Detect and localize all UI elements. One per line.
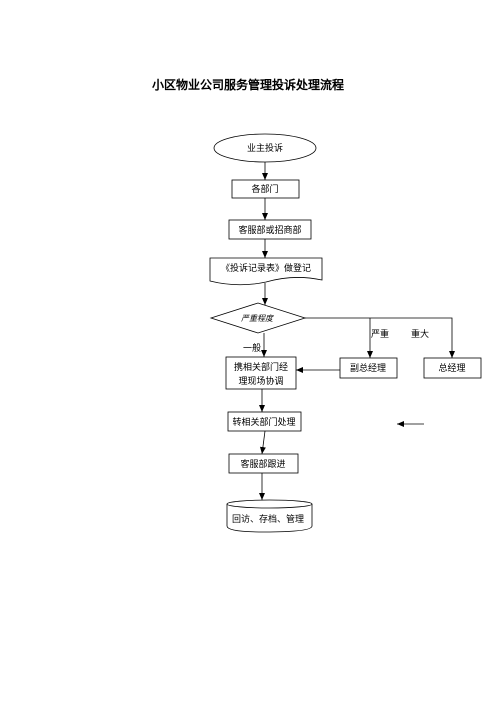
node-service-dept: 客服部或招商部 bbox=[228, 219, 312, 240]
node-coordinate-label-1: 携相关部门经 bbox=[234, 361, 288, 373]
node-owner-complaint-label: 业主投诉 bbox=[247, 142, 283, 154]
node-general-manager-label: 总经理 bbox=[438, 362, 465, 374]
node-departments-label: 各部门 bbox=[251, 183, 278, 195]
node-severity-decision-label: 严重程度 bbox=[241, 314, 275, 323]
node-general-manager: 总经理 bbox=[423, 357, 482, 379]
node-severity-decision: 严重程度 bbox=[209, 302, 307, 334]
page-title: 小区物业公司服务管理投诉处理流程 bbox=[151, 78, 344, 92]
edge-label-major: 重大 bbox=[411, 328, 429, 340]
node-transfer: 转相关部门处理 bbox=[227, 411, 302, 432]
node-deputy-manager: 副总经理 bbox=[339, 357, 398, 379]
edge-label-serious: 严重 bbox=[371, 328, 389, 340]
node-follow-up: 客服部跟进 bbox=[228, 453, 299, 474]
edge-decision-to-general-manager bbox=[305, 317, 455, 358]
node-complaint-record: 《投诉记录表》做登记 bbox=[209, 257, 323, 286]
node-archive: 回访、存档、管理 bbox=[226, 499, 313, 533]
node-departments: 各部门 bbox=[231, 179, 300, 199]
edge-transfer-to-follow-up bbox=[259, 430, 266, 455]
node-archive-label: 回访、存档、管理 bbox=[232, 513, 304, 525]
node-coordinate-label-2: 理现场协调 bbox=[238, 375, 283, 387]
edge-label-general: 一般 bbox=[243, 342, 261, 354]
node-complaint-record-label: 《投诉记录表》做登记 bbox=[221, 262, 311, 274]
node-service-dept-label: 客服部或招商部 bbox=[238, 224, 301, 236]
node-coordinate: 携相关部门经 理现场协调 bbox=[225, 356, 297, 390]
node-transfer-label: 转相关部门处理 bbox=[232, 416, 295, 428]
node-owner-complaint: 业主投诉 bbox=[213, 133, 317, 163]
node-follow-up-label: 客服部跟进 bbox=[240, 458, 285, 470]
node-deputy-manager-label: 副总经理 bbox=[350, 362, 386, 374]
